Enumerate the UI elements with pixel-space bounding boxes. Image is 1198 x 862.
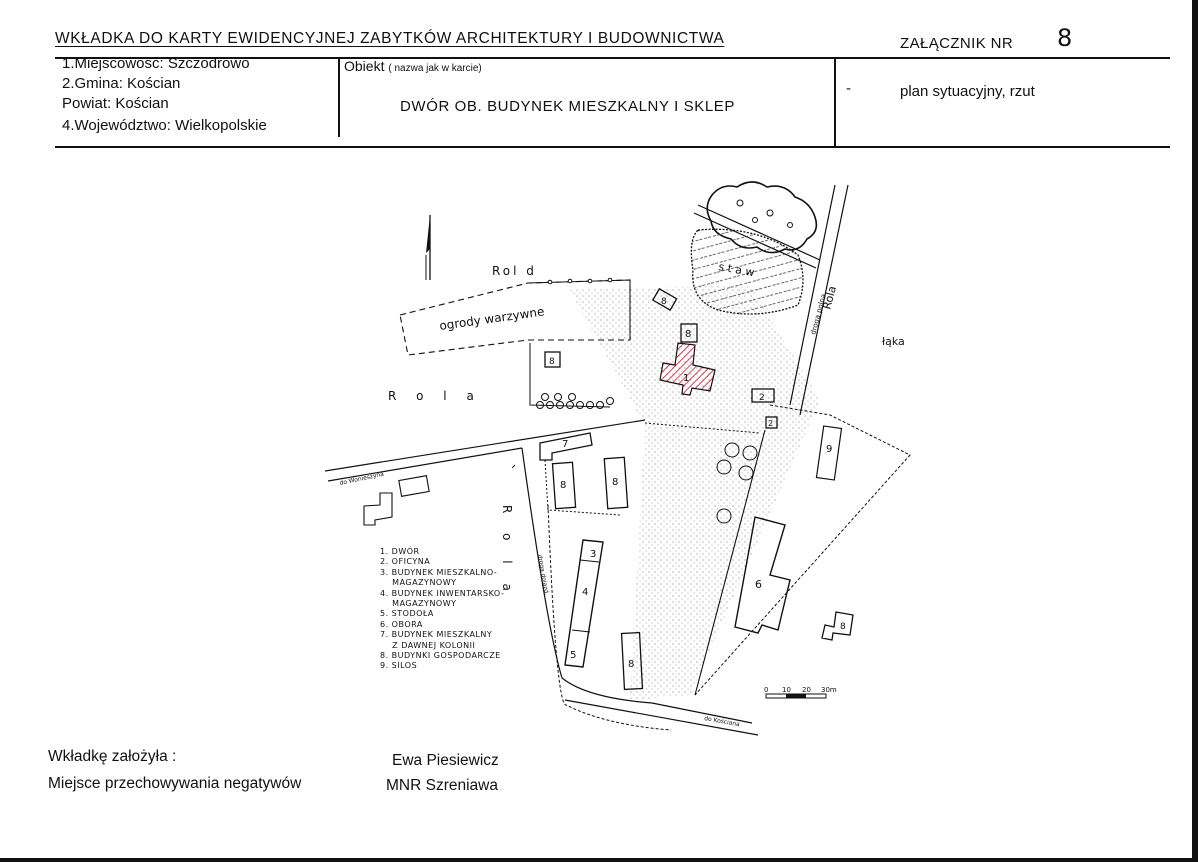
label-road-dojazd: droga dojazd. (536, 554, 550, 596)
building-8-f: 8 (620, 631, 644, 691)
label-laka: łąka (882, 335, 905, 348)
table-divider-2 (834, 57, 836, 146)
footer-made-by-label: Wkładkę założyła : (48, 748, 177, 765)
svg-text:2: 2 (768, 419, 773, 428)
building-3-4-5-range: 3 4 5 (564, 539, 604, 668)
legend-item: 7. BUDYNEK MIESZKALNY (380, 630, 493, 640)
building-west-b (398, 475, 430, 497)
svg-text:8: 8 (612, 477, 618, 488)
legend-item: 2. OFICYNA (380, 557, 431, 567)
building-west-a (363, 492, 393, 526)
svg-text:30m: 30m (821, 686, 837, 694)
map-legend: 1. DWÓR 2. OFICYNA 3. BUDYNEK MIESZKALNO… (380, 547, 504, 672)
building-8-b: 8 (651, 287, 678, 311)
footer-author: Ewa Piesiewicz (392, 752, 499, 769)
scale-bar: 0 10 20 30m (764, 686, 837, 699)
label-ogrody: ogrody warzywne (438, 304, 545, 333)
location-place: 1.Miejscowość: Szczodrowo (62, 55, 250, 72)
scan-edge-bottom (0, 858, 1198, 862)
north-arrow-icon (425, 215, 431, 280)
building-8-a: 8 (680, 323, 698, 343)
svg-text:0: 0 (764, 686, 768, 694)
location-voivodeship: 4.Województwo: Wielkopolskie (62, 117, 267, 134)
object-label: Obiekt ( nazwa jak w karcie) (344, 58, 482, 74)
label-to-wonieszyn: do Wonieszyna (339, 471, 385, 487)
footer-storage-place: MNR Szreniawa (386, 777, 498, 794)
legend-item: 4. BUDYNEK INWENTARSKO- (380, 588, 505, 598)
building-1-manor: 1 (659, 342, 716, 396)
svg-text:20: 20 (802, 686, 811, 694)
svg-text:7: 7 (562, 439, 568, 450)
annex-number: 8 (1057, 24, 1073, 52)
building-8-c: 8 (544, 351, 561, 368)
svg-text:8: 8 (685, 329, 691, 340)
building-2-outbuilding: 2 (751, 388, 775, 403)
legend-item: 3. BUDYNEK MIESZKALNO- (380, 567, 498, 577)
building-8-e: 8 (603, 456, 629, 510)
svg-text:8: 8 (840, 622, 846, 632)
label-staw: s t a w (717, 260, 755, 279)
svg-text:8: 8 (628, 659, 634, 670)
legend-item: MAGAZYNOWY (380, 578, 457, 588)
svg-text:8: 8 (560, 480, 566, 491)
tree-row (536, 393, 614, 409)
svg-text:2: 2 (759, 393, 765, 403)
svg-text:1: 1 (683, 373, 689, 384)
svg-text:6: 6 (755, 578, 762, 591)
svg-text:8: 8 (549, 357, 555, 367)
table-divider-1 (338, 57, 340, 137)
location-commune: 2.Gmina: Kościan (62, 75, 181, 92)
legend-item: 8. BUDYNKI GOSPODARCZE (380, 651, 501, 661)
plan-dash: - (846, 80, 851, 97)
building-6-cowshed: 6 (734, 516, 791, 634)
label-rola-top: Rol d (492, 264, 537, 278)
scan-edge-right (1192, 0, 1198, 862)
location-district: Powiat: Kościan (62, 95, 169, 112)
building-2-small: 2 (765, 416, 778, 429)
label-rola-vertical: R o l a (500, 505, 514, 599)
table-top-line (55, 57, 1170, 59)
table-bottom-line (55, 146, 1170, 148)
svg-text:3: 3 (590, 549, 596, 560)
svg-text:5: 5 (570, 650, 576, 661)
footer-negatives-label: Miejsce przechowywania negatywów (48, 775, 302, 792)
site-plan-map: s t a w droga polna Rola łąka ogrody war… (324, 181, 911, 736)
svg-text:10: 10 (782, 686, 791, 694)
building-9-silo: 9 (815, 425, 843, 481)
legend-item: 6. OBORA (380, 619, 423, 629)
legend-item: MAGAZYNOWY (380, 599, 457, 609)
building-8-d: 8 (551, 461, 577, 510)
object-name: DWÓR OB. BUDYNEK MIESZKALNY I SKLEP (400, 98, 735, 115)
label-rola-left: R o l a (388, 389, 482, 403)
legend-item: Z DAWNEJ KOLONII (380, 640, 476, 650)
label-rola-right: Rola (820, 285, 839, 311)
svg-text:4: 4 (582, 587, 588, 598)
building-8-g: 8 (821, 611, 854, 641)
plan-type: plan sytuacyjny, rzut (900, 83, 1035, 100)
annex-label: ZAŁĄCZNIK NR (900, 35, 1014, 52)
courtyard-trees (716, 442, 758, 524)
legend-item: 5. STODOŁA (380, 609, 434, 619)
svg-text:9: 9 (826, 444, 832, 455)
legend-item: 9. SILOS (380, 661, 418, 671)
pond: s t a w (690, 228, 804, 315)
form-title: WKŁADKA DO KARTY EWIDENCYJNEJ ZABYTKÓW A… (55, 30, 725, 47)
legend-item: 1. DWÓR (380, 547, 420, 556)
building-7-colony-house: 7 (539, 432, 593, 461)
svg-text:8: 8 (661, 297, 667, 307)
